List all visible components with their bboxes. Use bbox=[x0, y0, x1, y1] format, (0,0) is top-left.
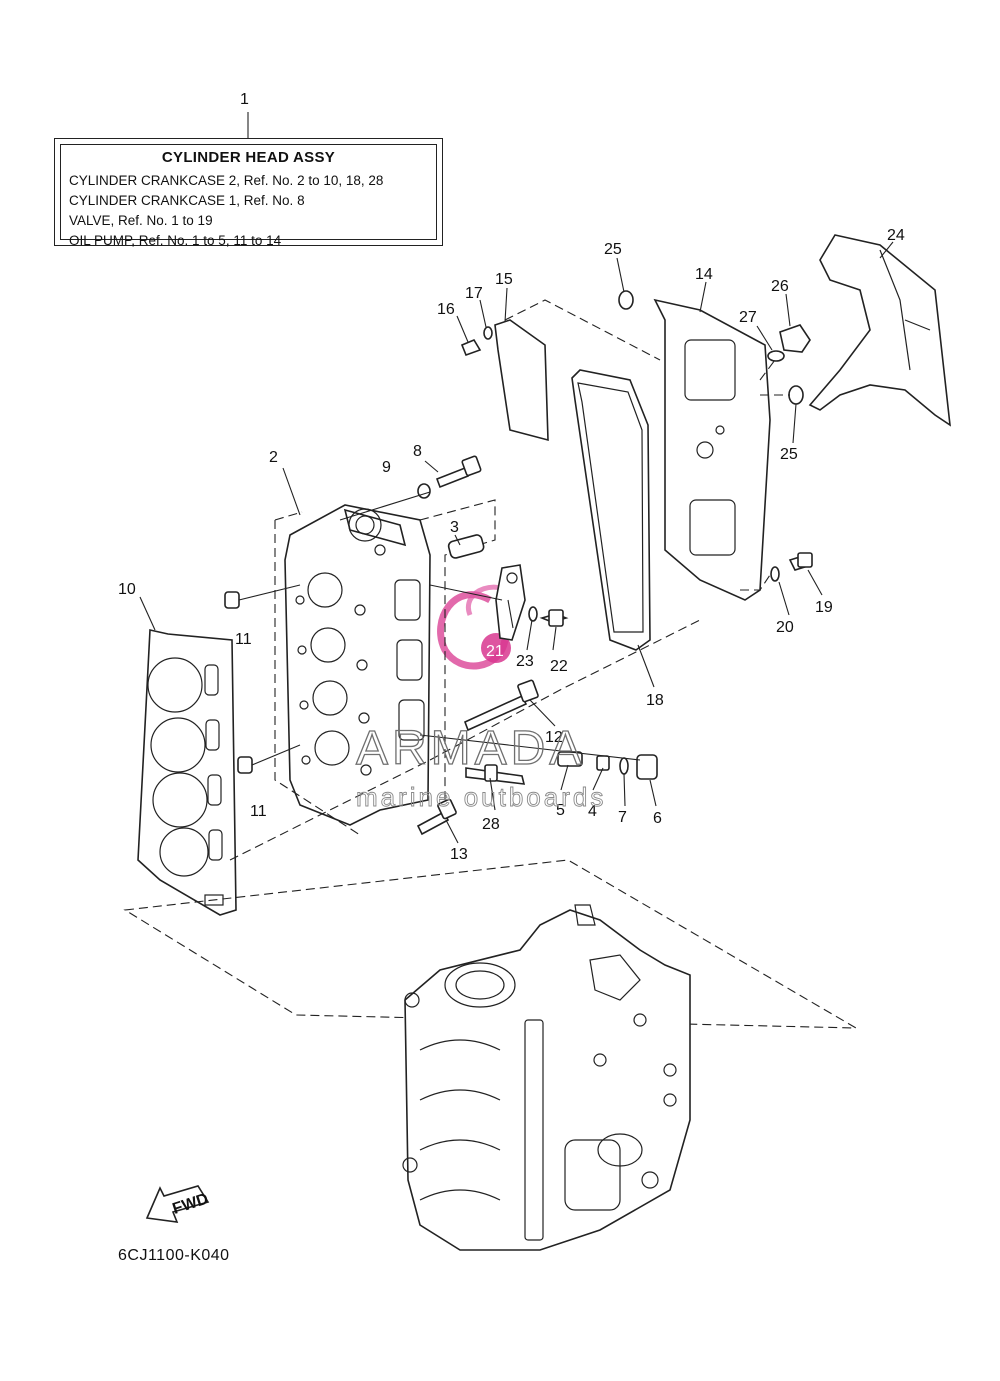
callout-number: 2 bbox=[269, 449, 278, 466]
callout-number: 21 bbox=[486, 643, 504, 660]
bolt-head bbox=[437, 798, 457, 820]
oil-filler-cap bbox=[779, 324, 811, 353]
logo-dot bbox=[481, 633, 511, 663]
dowel-pin bbox=[224, 591, 240, 609]
callout-number: 10 bbox=[118, 581, 136, 598]
bolt-head bbox=[517, 679, 539, 703]
callout-number: 18 bbox=[646, 692, 664, 709]
callout-number: 7 bbox=[618, 809, 627, 826]
dowel-pin bbox=[237, 756, 253, 774]
o-ring bbox=[619, 757, 629, 775]
bolt-head bbox=[461, 455, 482, 477]
leader-line bbox=[429, 584, 503, 601]
cylinder-head-cover bbox=[653, 298, 771, 601]
o-ring bbox=[767, 350, 785, 362]
watermark-tagline: marine outboards bbox=[356, 782, 606, 812]
legend-line: VALVE, Ref. No. 1 to 19 bbox=[69, 213, 213, 228]
bolt bbox=[416, 810, 450, 836]
callout-number: 26 bbox=[771, 278, 789, 295]
collar bbox=[596, 755, 610, 771]
callout-number: 1 bbox=[240, 91, 249, 108]
grommet bbox=[788, 385, 804, 405]
assembly-dash bbox=[759, 359, 790, 396]
breather-plate bbox=[494, 319, 549, 442]
callout-number: 14 bbox=[695, 266, 713, 283]
cover-gasket bbox=[571, 369, 651, 651]
callout-number: 8 bbox=[413, 443, 422, 460]
cover-plate bbox=[495, 564, 526, 641]
leader-line bbox=[339, 491, 431, 521]
leader-line bbox=[238, 584, 301, 601]
washer bbox=[483, 326, 493, 340]
engine-cover bbox=[808, 234, 951, 427]
callout-number: 22 bbox=[550, 658, 568, 675]
cylinder-head bbox=[284, 504, 431, 826]
assembly-dash bbox=[274, 499, 496, 836]
callout-number: 24 bbox=[887, 227, 905, 244]
bolt-head bbox=[797, 552, 813, 568]
callout-number: 25 bbox=[604, 241, 622, 258]
callout-number: 9 bbox=[382, 459, 391, 476]
watermark-brand: ARMADA bbox=[356, 722, 585, 775]
assembly-dash bbox=[123, 859, 857, 1029]
assembly-dash bbox=[504, 299, 661, 361]
washer bbox=[417, 483, 431, 499]
washer bbox=[770, 566, 780, 582]
bolt bbox=[460, 338, 482, 357]
callout-number: 11 bbox=[250, 803, 267, 820]
legend-line: CYLINDER CRANKCASE 2, Ref. No. 2 to 10, … bbox=[69, 173, 384, 188]
legend-line: OIL PUMP, Ref. No. 1 to 5, 11 to 14 bbox=[69, 233, 282, 248]
callout-number: 4 bbox=[588, 803, 597, 820]
callout-number: 12 bbox=[545, 729, 563, 746]
bolt-head bbox=[548, 609, 564, 627]
legend-inner-frame: CYLINDER HEAD ASSY CYLINDER CRANKCASE 2,… bbox=[60, 144, 437, 248]
washer bbox=[528, 606, 538, 622]
callout-number: 5 bbox=[556, 802, 565, 819]
forward-direction-arrow: FWD bbox=[145, 1185, 210, 1223]
callout-number: 20 bbox=[776, 619, 794, 636]
callout-numbers: 1 2 3 4 5 6 7 8 9 10 11 11 12 13 14 15 1… bbox=[118, 91, 905, 863]
grommet bbox=[618, 290, 634, 310]
bolt bbox=[435, 466, 470, 489]
callout-number: 19 bbox=[815, 599, 833, 616]
head-gasket bbox=[137, 629, 237, 916]
diagram-code: 6CJ1100-K040 bbox=[118, 1247, 230, 1264]
callout-number: 27 bbox=[739, 309, 757, 326]
callout-number: 6 bbox=[653, 810, 662, 827]
leader-line bbox=[251, 744, 301, 766]
callout-number: 3 bbox=[450, 519, 459, 536]
callout-number: 28 bbox=[482, 816, 500, 833]
parts-legend-box: CYLINDER HEAD ASSY CYLINDER CRANKCASE 2,… bbox=[54, 138, 443, 248]
assembly-dash bbox=[740, 574, 771, 591]
callout-number: 15 bbox=[495, 271, 513, 288]
sleeve bbox=[447, 534, 485, 559]
cylinder-block bbox=[402, 904, 691, 1251]
leader-line bbox=[419, 734, 641, 761]
callout-number: 13 bbox=[450, 846, 468, 863]
callout-number: 23 bbox=[516, 653, 534, 670]
legend-title: CYLINDER HEAD ASSY bbox=[161, 149, 336, 166]
callout-number: 25 bbox=[780, 446, 798, 463]
legend-line: CYLINDER CRANKCASE 1, Ref. No. 8 bbox=[69, 193, 305, 208]
callout-number: 17 bbox=[465, 285, 483, 302]
assembly-dash bbox=[229, 619, 701, 861]
callout-leaders bbox=[139, 241, 894, 844]
callout-number: 11 bbox=[235, 631, 252, 648]
long-bolt bbox=[463, 694, 528, 732]
plug bbox=[636, 754, 658, 780]
callout-number: 16 bbox=[437, 301, 455, 318]
